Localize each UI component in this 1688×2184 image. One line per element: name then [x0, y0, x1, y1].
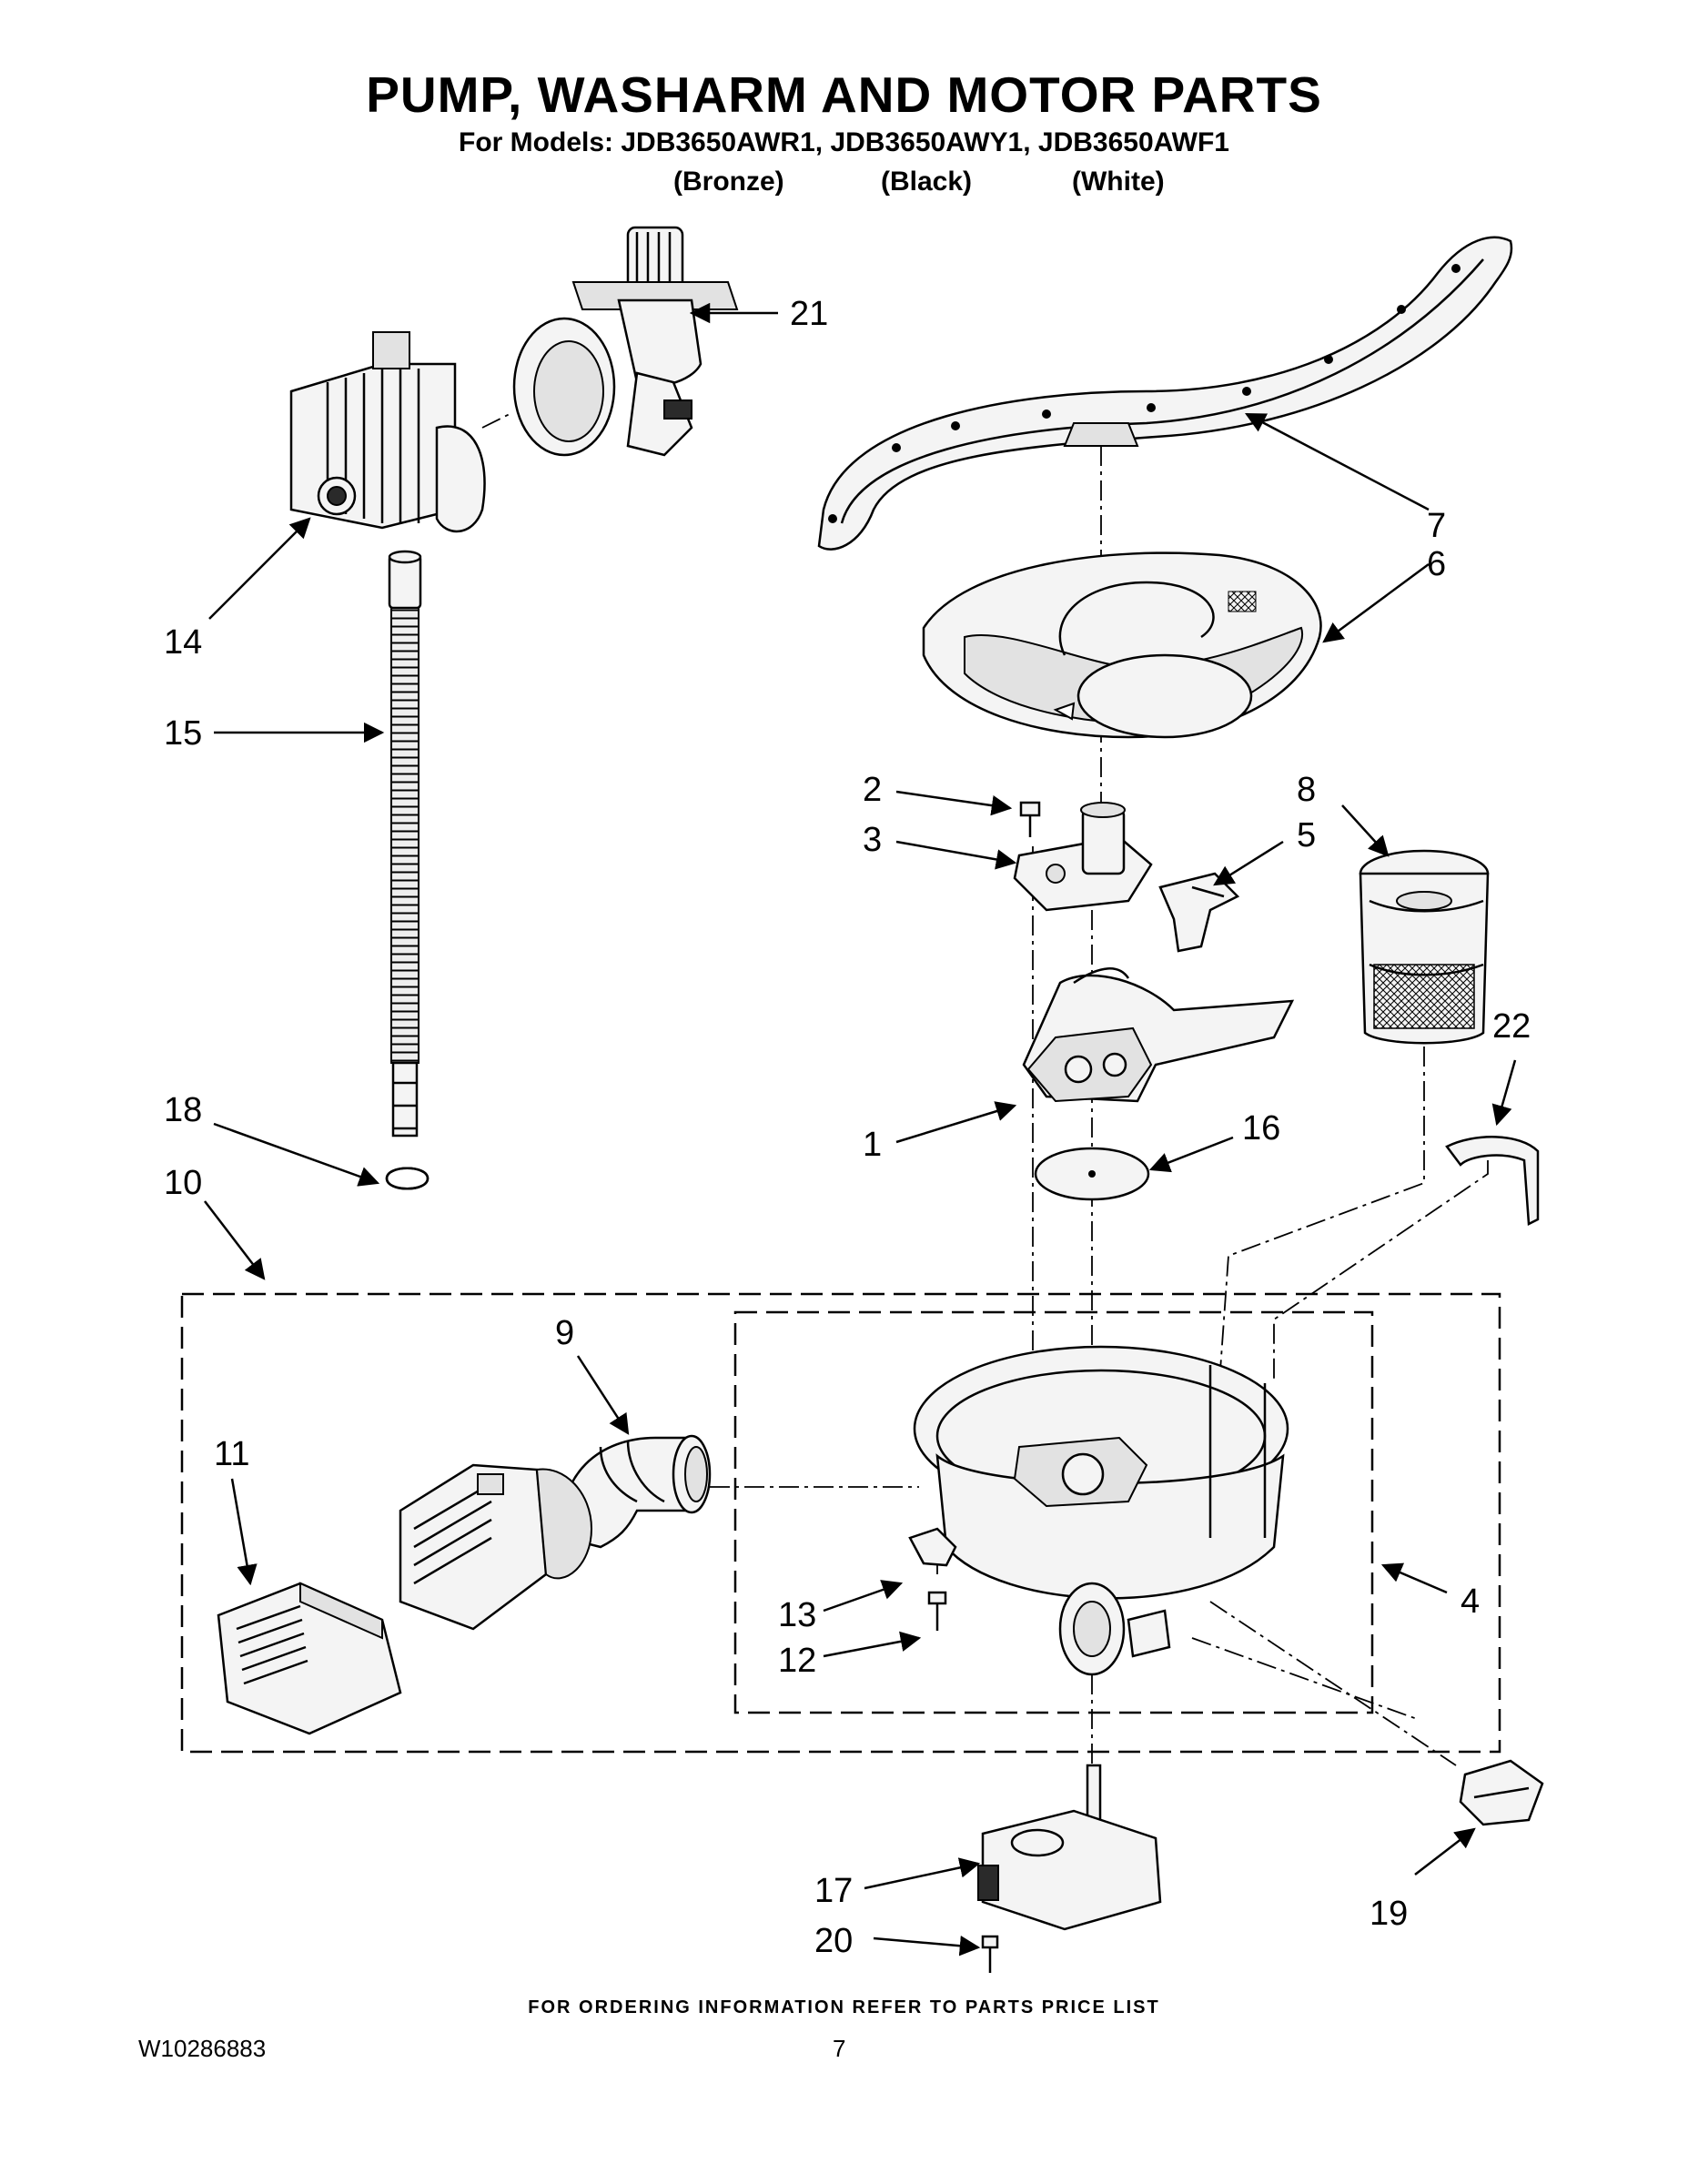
part-3-hub-plate [1013, 802, 1153, 912]
callout-8: 8 [1297, 771, 1316, 809]
assembly-10-boundary [180, 1292, 1501, 1754]
callout-14: 14 [164, 623, 202, 662]
callout-5: 5 [1297, 816, 1316, 854]
leader-lines [204, 302, 1517, 1956]
callout-19: 19 [1370, 1895, 1408, 1933]
callout-17: 17 [814, 1872, 853, 1910]
part-13-bracket [908, 1527, 957, 1567]
part-21-pump-inlet-housing [512, 226, 739, 457]
callout-6: 6 [1427, 545, 1446, 583]
callout-1: 1 [863, 1126, 882, 1164]
part-17-diverter-motor [977, 1764, 1162, 1931]
part-20-screw [981, 1935, 999, 1973]
part-6-filter-cover [922, 551, 1322, 739]
document-id: W10286883 [138, 2035, 267, 2062]
callout-11: 11 [214, 1435, 249, 1473]
callout-22: 22 [1492, 1007, 1531, 1046]
callout-21: 21 [790, 295, 828, 333]
page-title: PUMP, WASHARM AND MOTOR PARTS [366, 66, 1322, 123]
callout-15: 15 [164, 714, 202, 753]
callout-2: 2 [863, 771, 882, 809]
variant-white: (White) [1072, 167, 1165, 197]
callout-13: 13 [778, 1596, 816, 1634]
callout-20: 20 [814, 1922, 853, 1960]
variant-black: (Black) [881, 167, 973, 197]
callout-10: 10 [164, 1164, 202, 1202]
callout-labels: 21 7 6 14 15 2 3 8 5 22 1 16 18 10 9 11 … [164, 295, 1531, 1960]
callout-7: 7 [1427, 507, 1446, 545]
part-1-manifold [1022, 967, 1295, 1103]
part-15-drain-hose [385, 550, 430, 1190]
page-number: 7 [833, 2035, 846, 2062]
callout-9: 9 [555, 1314, 574, 1352]
ordering-note: FOR ORDERING INFORMATION REFER TO PARTS … [528, 1997, 1160, 2017]
callout-3: 3 [863, 821, 882, 859]
callout-12: 12 [778, 1642, 816, 1680]
part-12-screw [927, 1591, 947, 1631]
assembly-4-boundary [733, 1310, 1374, 1714]
callout-4: 4 [1461, 1582, 1480, 1621]
models-line: For Models: JDB3650AWR1, JDB3650AWY1, JD… [459, 127, 1229, 157]
part-18-hose-clamp [385, 1167, 430, 1190]
wash-motor [399, 1463, 593, 1631]
part-8-filter-assembly [1359, 849, 1490, 1045]
part-9-pump-hose [561, 1434, 712, 1549]
part-22-clip [1445, 1136, 1540, 1226]
part-4-sump-assembly [913, 1345, 1289, 1676]
part-2-screw [1019, 801, 1041, 837]
part-14-drain-pump [289, 331, 486, 533]
part-7-wash-arm [817, 236, 1513, 551]
variant-bronze: (Bronze) [673, 167, 784, 197]
callout-18: 18 [164, 1091, 202, 1129]
part-5-clip [1158, 872, 1240, 953]
part-11-motor-shield [217, 1582, 402, 1735]
callout-16: 16 [1242, 1109, 1280, 1148]
part-19-sensor [1459, 1759, 1544, 1826]
